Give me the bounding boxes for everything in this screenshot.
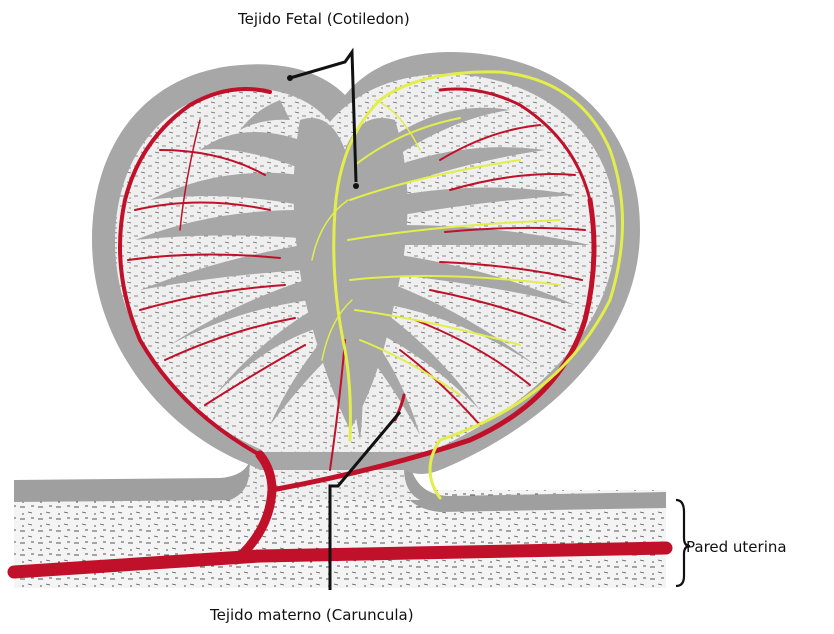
label-fetal-tissue: Tejido Fetal (Cotiledon) xyxy=(238,10,410,28)
label-uterine-wall: Pared uterina xyxy=(686,538,787,556)
label-maternal-tissue: Tejido materno (Caruncula) xyxy=(210,606,414,624)
base-epithelium-left xyxy=(14,460,250,502)
base-epithelium-right xyxy=(396,465,666,512)
